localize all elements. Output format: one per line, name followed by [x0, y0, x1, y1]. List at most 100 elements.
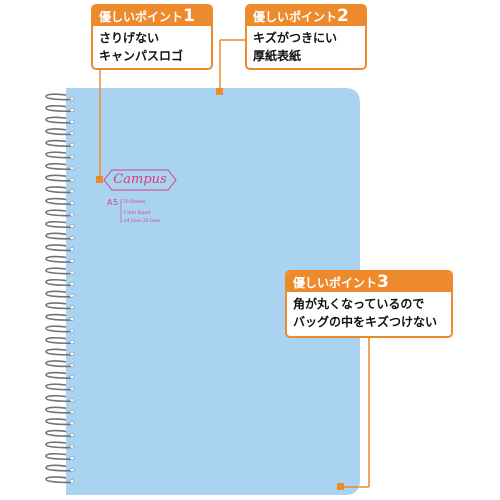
campus-logo: Campus [103, 168, 177, 192]
spiral-hole [69, 119, 75, 124]
callout-line: 厚紙表紙 [253, 49, 302, 63]
spiral-hole [69, 305, 75, 310]
spiral-binding [45, 93, 75, 484]
spiral-ring [45, 162, 73, 171]
spiral-hole [69, 328, 75, 333]
spiral-ring [45, 220, 73, 229]
spiral-hole [69, 235, 75, 240]
spiral-hole [69, 374, 75, 379]
spiral-hole [69, 467, 75, 472]
spiral-hole [69, 398, 75, 403]
spiral-hole [69, 154, 75, 159]
spiral-hole [69, 108, 75, 113]
spiral-ring [45, 128, 73, 136]
callout-body: キズがつきにい 厚紙表紙 [247, 26, 365, 65]
notebook-size-label: A5 [107, 198, 119, 207]
spiral-ring [45, 348, 73, 356]
spiral-ring [45, 452, 73, 461]
spiral-hole [69, 282, 75, 287]
spiral-hole [69, 456, 75, 461]
callout-number: 3 [377, 272, 389, 292]
spiral-hole [69, 166, 75, 171]
spiral-ring [45, 116, 73, 124]
spiral-hole [69, 293, 75, 298]
spiral-hole [69, 316, 75, 321]
notebook-spec-lines: ×4 lines 25 lines [123, 219, 161, 224]
spiral-ring [45, 93, 73, 101]
spiral-ring [45, 429, 73, 437]
spiral-hole [69, 340, 75, 345]
spiral-hole [69, 224, 75, 229]
spiral-ring [45, 441, 73, 449]
spiral-hole [69, 96, 75, 101]
spiral-ring [45, 197, 73, 205]
spiral-hole [69, 363, 75, 368]
notebook-spec-sheets: 70 Sheets [123, 200, 146, 205]
callout-header: 優しいポイント1 [93, 6, 211, 26]
spiral-ring [45, 232, 73, 240]
spiral-hole [69, 270, 75, 275]
callout-line: 角が丸くなっているので [293, 297, 425, 311]
callout-point-1: 優しいポイント1 さりげない キャンパスロゴ [91, 4, 213, 70]
spiral-hole [69, 386, 75, 391]
callout-number: 2 [337, 6, 349, 26]
spiral-ring [45, 151, 73, 159]
callout-line: バッグの中をキズつけない [293, 315, 438, 329]
spiral-ring [45, 290, 73, 298]
callout-point-2: 優しいポイント2 キズがつきにい 厚紙表紙 [245, 4, 367, 70]
spiral-ring [45, 464, 73, 472]
callout-point-3: 優しいポイント3 角が丸くなっているので バッグの中をキズつけない [285, 270, 453, 338]
spiral-hole [69, 247, 75, 252]
spiral-hole [69, 258, 75, 263]
spiral-ring [45, 325, 73, 333]
callout-body: 角が丸くなっているので バッグの中をキズつけない [287, 292, 451, 331]
spiral-ring [45, 371, 73, 379]
spiral-ring [45, 383, 73, 391]
connector-2 [216, 39, 245, 95]
spiral-ring [45, 302, 73, 310]
callout-body: さりげない キャンパスロゴ [93, 26, 211, 65]
spiral-hole [69, 212, 75, 217]
spiral-hole [69, 409, 75, 414]
spiral-ring [45, 244, 73, 252]
callout-line: キャンパスロゴ [99, 49, 184, 63]
notebook-spec-ruled: 7 mm Ruled [123, 211, 151, 216]
spiral-hole [69, 351, 75, 356]
callout-number: 1 [183, 6, 195, 26]
spiral-ring [45, 186, 73, 194]
spiral-hole [69, 432, 75, 437]
spiral-ring [45, 104, 73, 113]
campus-logo-text: Campus [113, 172, 167, 187]
spiral-hole [69, 444, 75, 449]
spiral-ring [45, 174, 73, 182]
spiral-hole [69, 189, 75, 194]
spiral-ring [45, 336, 73, 345]
callout-line: キズがつきにい [253, 31, 338, 45]
spiral-ring [45, 255, 73, 263]
callout-header: 優しいポイント3 [287, 272, 451, 292]
spiral-hole [69, 142, 75, 147]
spiral-hole [69, 479, 75, 484]
spiral-ring [45, 313, 73, 321]
spiral-hole [69, 421, 75, 426]
spiral-ring [45, 139, 73, 147]
spiral-ring [45, 394, 73, 403]
spiral-ring [45, 406, 73, 414]
connector-1 [96, 70, 103, 183]
callout-title: 優しいポイント [293, 276, 378, 290]
spiral-hole [69, 131, 75, 136]
callout-line: さりげない [99, 31, 160, 45]
spiral-ring [45, 418, 73, 426]
connector-3 [337, 338, 370, 490]
spiral-ring [45, 209, 73, 217]
callout-title: 優しいポイント [99, 10, 184, 24]
callout-header: 優しいポイント2 [247, 6, 365, 26]
spiral-ring [45, 278, 73, 287]
callout-title: 優しいポイント [253, 10, 338, 24]
spiral-hole [69, 200, 75, 205]
spiral-ring [45, 267, 73, 275]
spiral-ring [45, 360, 73, 368]
spiral-ring [45, 476, 73, 484]
spiral-hole [69, 177, 75, 182]
